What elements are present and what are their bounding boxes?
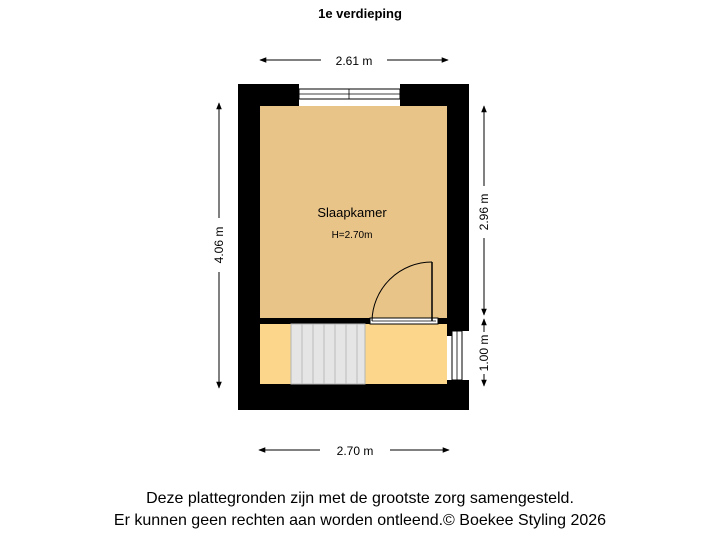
room-height-label: H=2.70m <box>332 230 373 241</box>
dimension-right-lower: 1.00 m <box>477 318 491 387</box>
dimension-bottom: 2.70 m <box>258 444 450 458</box>
window-right <box>451 330 463 381</box>
dimension-bottom-label: 2.70 m <box>337 444 374 458</box>
dimension-left-label: 4.06 m <box>212 227 226 264</box>
staircase <box>290 323 366 385</box>
door <box>369 261 439 325</box>
dimension-right-lower-label: 1.00 m <box>477 335 491 372</box>
dimension-top-label: 2.61 m <box>336 54 373 68</box>
landing-right <box>365 324 447 384</box>
interior-wall-right <box>438 318 447 324</box>
dimension-right-upper-label: 2.96 m <box>477 194 491 231</box>
room-slaapkamer <box>260 106 447 318</box>
exterior-walls <box>238 84 469 410</box>
wall-inner-jamb <box>445 318 453 336</box>
landing-left <box>260 324 291 384</box>
disclaimer-line-1: Deze plattegronden zijn met de grootste … <box>146 490 574 507</box>
dimension-left: 4.06 m <box>212 102 226 389</box>
room-name-slaapkamer: Slaapkamer <box>317 205 387 220</box>
disclaimer-line-2: Er kunnen geen rechten aan worden ontlee… <box>113 512 607 529</box>
floor-title: 1e verdieping <box>318 6 402 21</box>
window-top <box>298 88 401 100</box>
wall-left <box>238 84 260 410</box>
dimension-right-upper: 2.96 m <box>477 105 491 316</box>
wall-bottom <box>238 384 469 410</box>
wall-top-left <box>238 84 299 106</box>
dimension-top: 2.61 m <box>259 54 449 68</box>
wall-right-upper <box>447 84 469 331</box>
wall-right-lower <box>447 380 469 410</box>
interior-wall-left <box>260 318 370 324</box>
